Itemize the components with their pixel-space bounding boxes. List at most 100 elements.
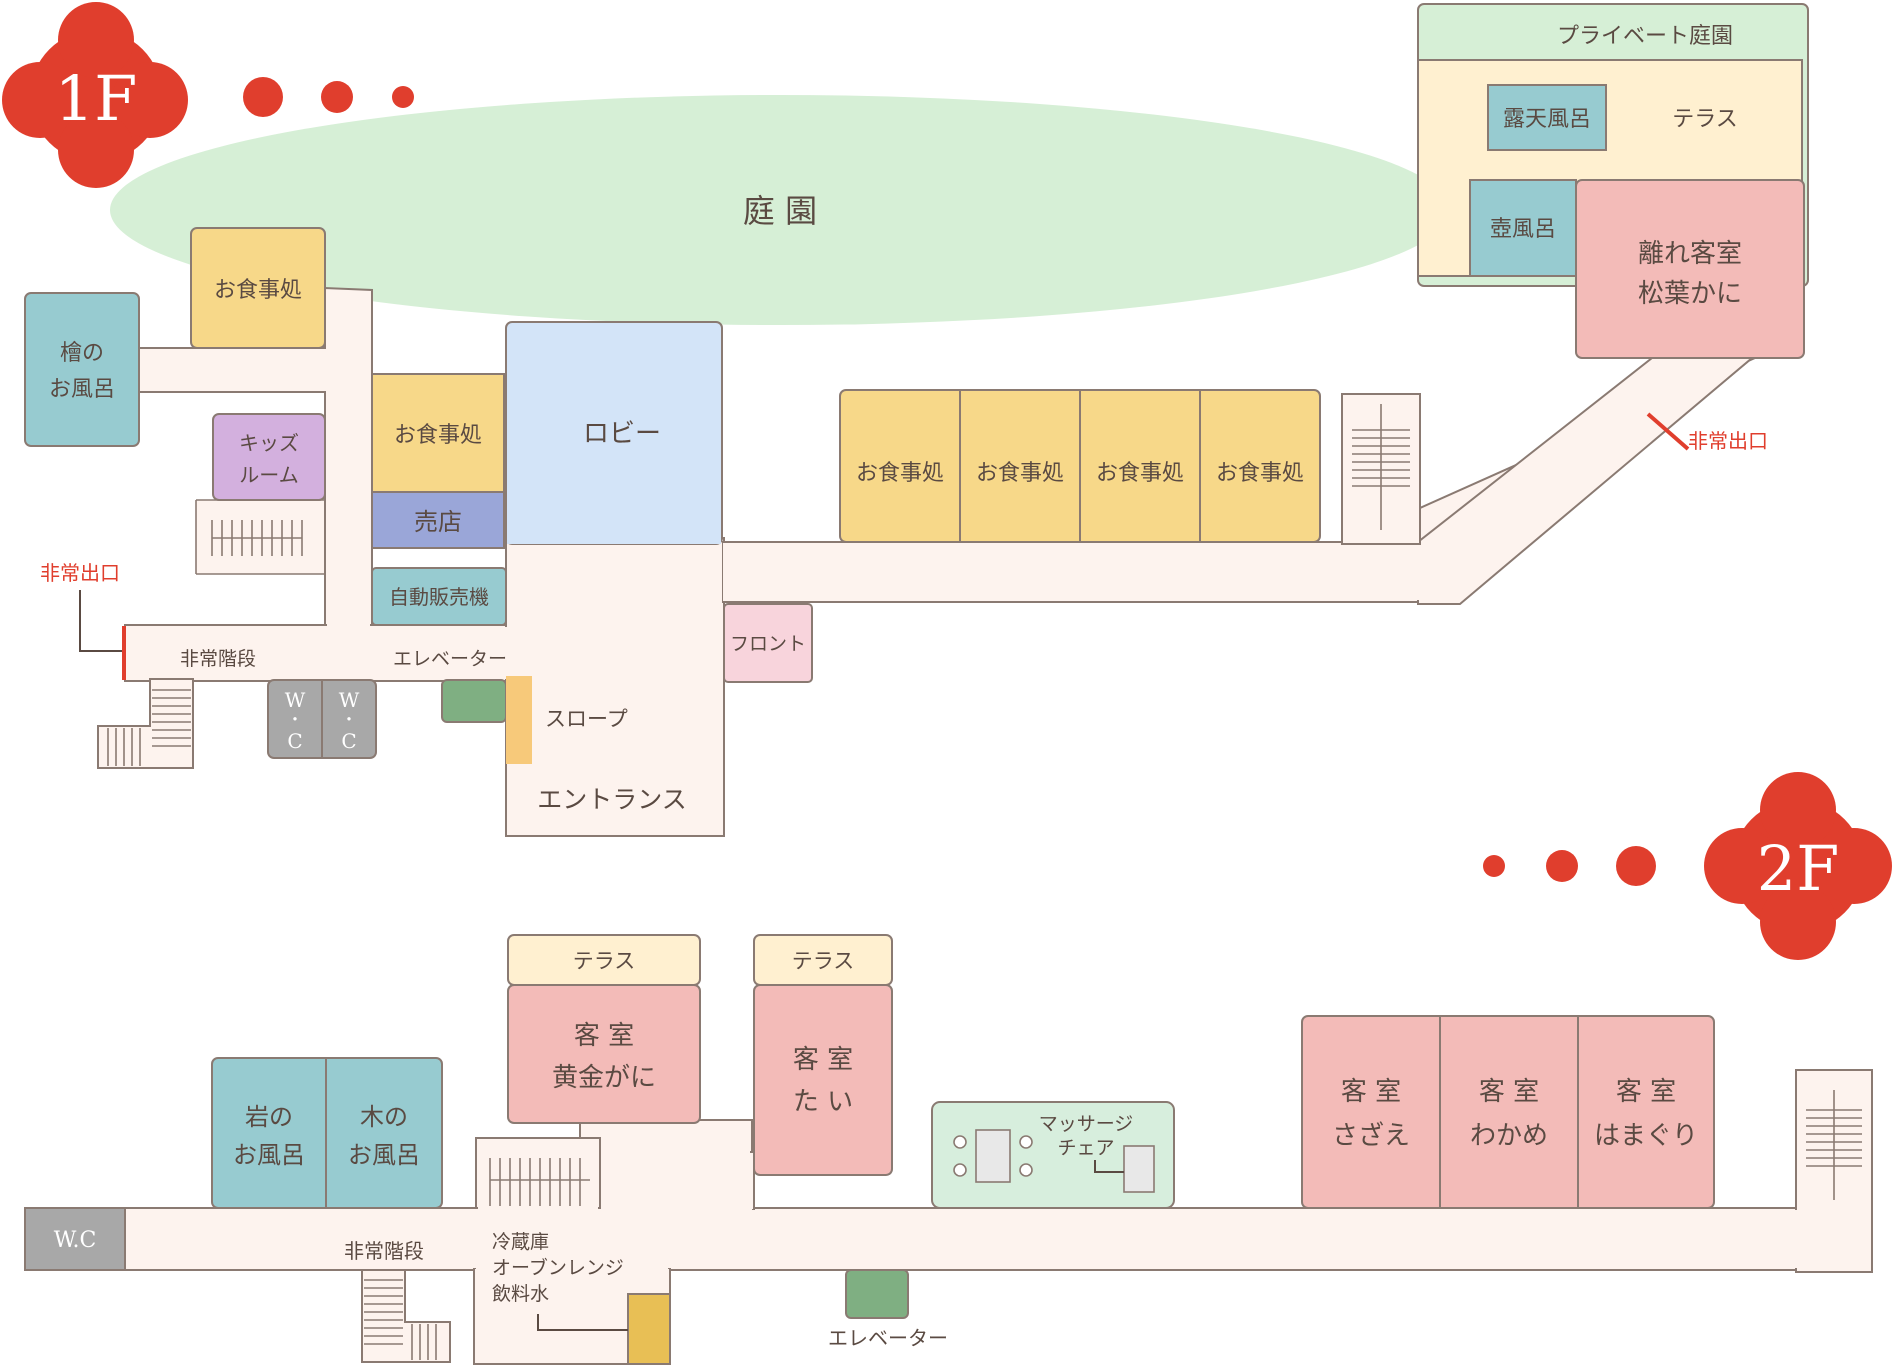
dining-1f-center-label: お食事処 bbox=[394, 423, 482, 448]
open-air-bath-label: 露天風呂 bbox=[1503, 107, 1591, 132]
kids-room-line1: キッズ bbox=[239, 431, 299, 455]
room-hamaguri-line1: 客 室 bbox=[1616, 1077, 1676, 1107]
entrance-label: エントランス bbox=[537, 785, 687, 814]
private-garden-label: プライベート庭園 bbox=[1557, 24, 1733, 49]
massage-chair-line1: マッサージ bbox=[1039, 1113, 1134, 1135]
elevator-2f-label: エレベーター bbox=[828, 1326, 948, 1350]
massage-seat bbox=[953, 1163, 967, 1177]
garden-label: 庭 園 bbox=[743, 192, 817, 230]
room-hamaguri-line2: はまぐり bbox=[1594, 1121, 1698, 1151]
slope-label: スロープ bbox=[545, 707, 628, 731]
wc-1-dot: ・ bbox=[287, 710, 303, 729]
massage-seat bbox=[953, 1135, 967, 1149]
terrace-tai-label: テラス bbox=[792, 949, 855, 973]
emergency-stairs-2f bbox=[361, 1269, 451, 1363]
terrace-kogane-label: テラス bbox=[573, 949, 636, 973]
pot-bath bbox=[1469, 179, 1577, 277]
wc-2-c: C bbox=[341, 729, 356, 753]
wood-bath-line1: 木の bbox=[360, 1103, 408, 1131]
stairs-2f-east bbox=[1794, 1069, 1873, 1273]
rock-bath-line2: お風呂 bbox=[233, 1141, 305, 1169]
dot bbox=[1483, 855, 1505, 877]
wc-2f-label: W.C bbox=[54, 1228, 97, 1253]
massage-table bbox=[975, 1129, 1011, 1183]
wc-2-dot: ・ bbox=[341, 710, 357, 729]
dining-east-1-label: お食事処 bbox=[856, 461, 944, 486]
room-tai-line1: 客 室 bbox=[793, 1045, 853, 1075]
hinoki-bath-line2: お風呂 bbox=[49, 377, 115, 402]
stairs-1f-east bbox=[1341, 393, 1421, 545]
private-terrace-label: テラス bbox=[1672, 107, 1738, 132]
room-kogane-line2: 黄金がに bbox=[552, 1063, 656, 1093]
amenity-line3: 飲料水 bbox=[492, 1283, 549, 1305]
dining-1f-center bbox=[371, 373, 505, 495]
room-tai-line2: た い bbox=[793, 1087, 853, 1117]
shop-label: 売店 bbox=[414, 508, 462, 536]
detached-room bbox=[1575, 179, 1805, 359]
dining-east-4-label: お食事処 bbox=[1216, 461, 1304, 486]
amenity-line1: 冷蔵庫 bbox=[492, 1231, 549, 1253]
kids-room bbox=[212, 413, 326, 501]
garden bbox=[110, 95, 1450, 325]
lobby-label: ロビー bbox=[583, 419, 661, 449]
floor-1-badge-label: 1F bbox=[55, 62, 137, 135]
dining-east-3-label: お食事処 bbox=[1096, 461, 1184, 486]
elevator-2f bbox=[845, 1269, 909, 1319]
amenity-line2: オーブンレンジ bbox=[492, 1256, 624, 1279]
slope-1f bbox=[506, 676, 532, 764]
emergency-stairs-2f-label: 非常階段 bbox=[344, 1239, 424, 1263]
massage-seat bbox=[1019, 1163, 1033, 1177]
elevator-1f bbox=[441, 679, 507, 723]
vending-label: 自動販売機 bbox=[389, 585, 489, 609]
hinoki-bath bbox=[24, 292, 140, 447]
dot bbox=[1546, 850, 1578, 882]
dining-1f-north-label: お食事処 bbox=[214, 278, 302, 303]
stairs-2f-center bbox=[475, 1137, 601, 1210]
floor-2-badge-label: 2F bbox=[1757, 832, 1839, 905]
room-sazae-line2: さざえ bbox=[1332, 1121, 1410, 1151]
emergency-exit-east-marker bbox=[1646, 412, 1690, 451]
shop bbox=[371, 491, 505, 549]
emergency-stairs-1f-label: 非常階段 bbox=[180, 648, 256, 670]
dining-1f-north bbox=[190, 227, 326, 349]
dot bbox=[321, 81, 353, 113]
rock-bath-line1: 岩の bbox=[245, 1103, 293, 1131]
detached-room-line2: 松葉かに bbox=[1638, 279, 1742, 309]
rooms-east-2f bbox=[1301, 1015, 1715, 1209]
room-kogane bbox=[507, 984, 701, 1124]
room-kogane-line1: 客 室 bbox=[574, 1021, 634, 1051]
vending bbox=[371, 567, 507, 626]
wc-2f bbox=[24, 1207, 126, 1271]
hallway-2f bbox=[124, 1119, 1802, 1365]
pot-bath-label: 壺風呂 bbox=[1490, 217, 1556, 242]
wc-2-w: W bbox=[339, 688, 360, 712]
hinoki-bath-line1: 檜の bbox=[60, 341, 104, 366]
amenity-leader bbox=[537, 1314, 628, 1331]
emergency-exit-west-label: 非常出口 bbox=[40, 561, 120, 585]
emergency-exit-west-leader bbox=[79, 590, 122, 652]
room-tai bbox=[753, 984, 893, 1176]
wc-1-c: C bbox=[287, 729, 302, 753]
hallway-1f bbox=[117, 286, 1756, 837]
massage-chair-line2: チェア bbox=[1057, 1137, 1114, 1159]
dot bbox=[243, 77, 283, 117]
emergency-stairs-1f bbox=[97, 678, 194, 769]
massage-chair-leader bbox=[1094, 1160, 1124, 1173]
room-wakame-line1: 客 室 bbox=[1479, 1077, 1539, 1107]
massage-seat bbox=[1019, 1135, 1033, 1149]
floor-1-badge: 1F bbox=[2, 2, 188, 188]
dot bbox=[1616, 846, 1656, 886]
front-desk-label: フロント bbox=[730, 633, 806, 655]
open-air-bath bbox=[1487, 84, 1607, 151]
wood-bath-line2: お風呂 bbox=[348, 1141, 420, 1169]
dining-east-2-label: お食事処 bbox=[976, 461, 1064, 486]
amenity-counter bbox=[627, 1293, 671, 1365]
floor-2-badge: 2F bbox=[1704, 772, 1892, 960]
front-desk bbox=[723, 603, 813, 683]
stairs-1f-kids bbox=[195, 499, 324, 575]
lobby-cover bbox=[507, 530, 721, 544]
massage-chair-icon bbox=[1123, 1145, 1155, 1193]
dot bbox=[392, 86, 414, 108]
